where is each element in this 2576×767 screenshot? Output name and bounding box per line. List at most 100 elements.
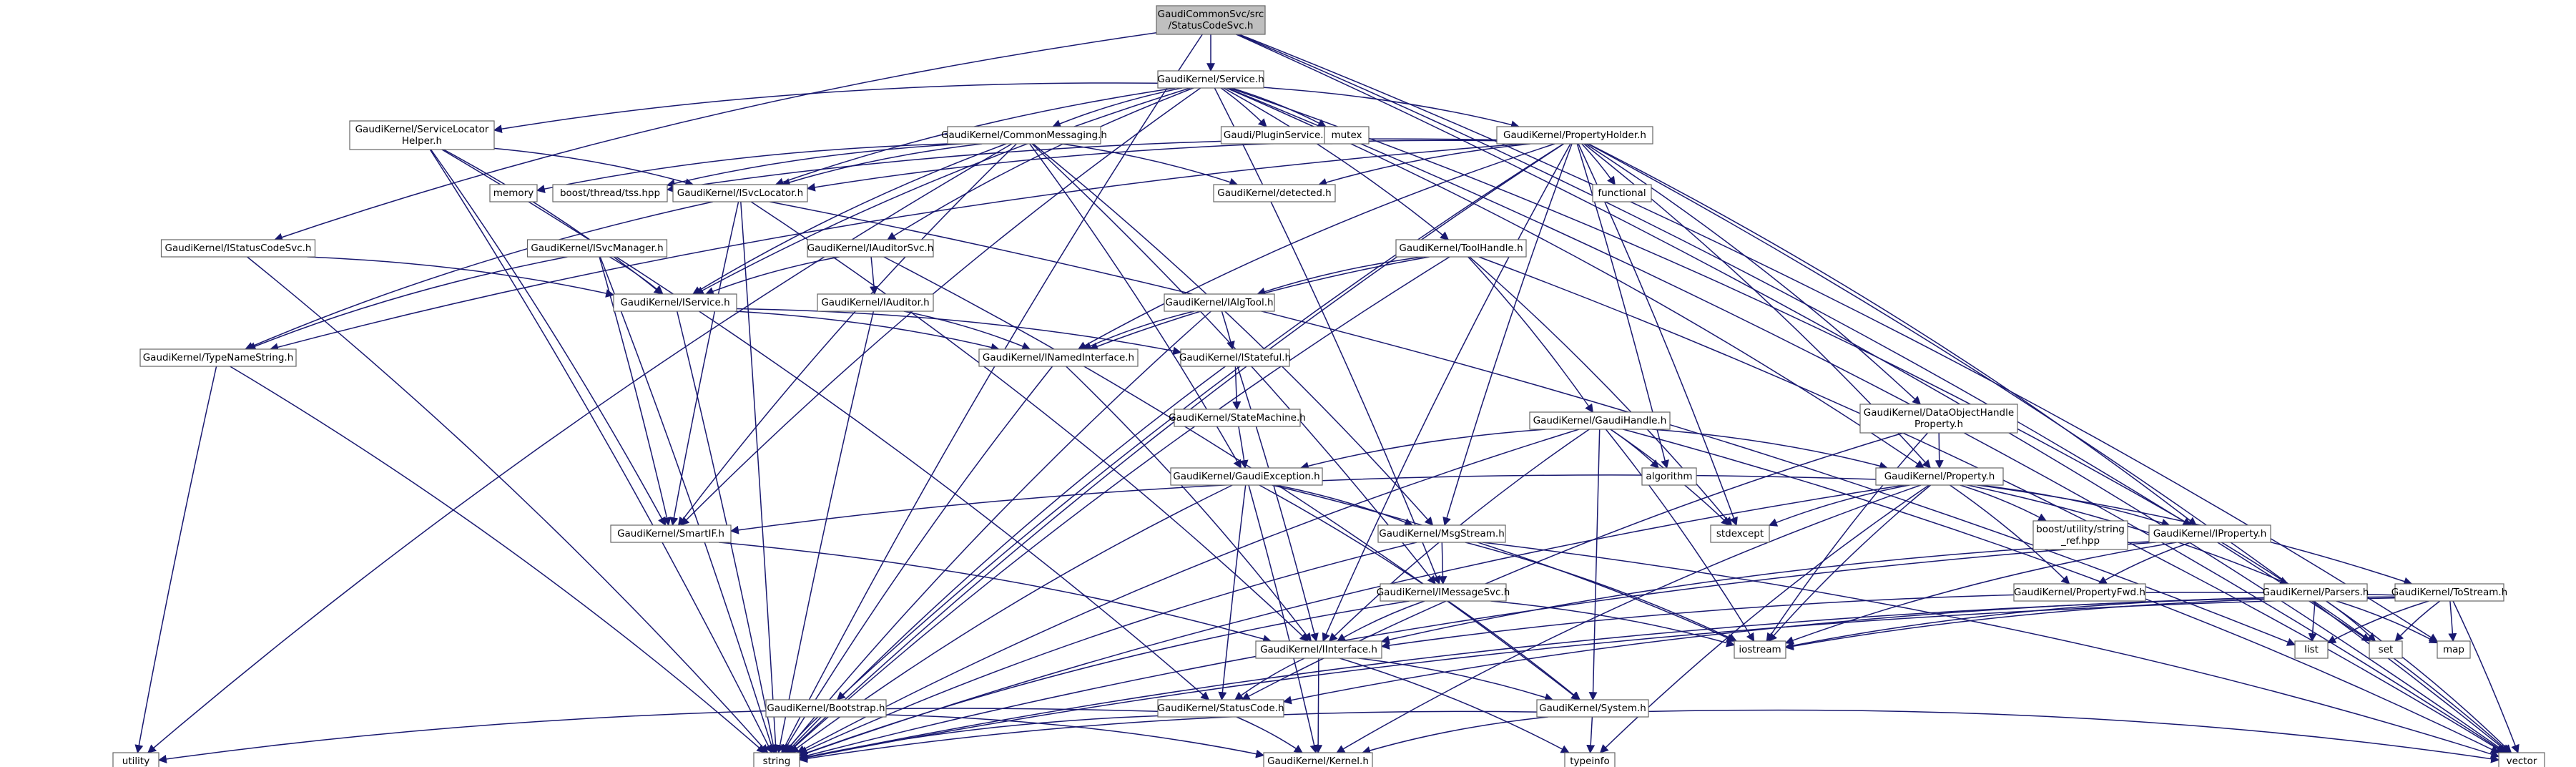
edge-propholder-to-bootstrap xyxy=(836,143,1564,700)
node-label: GaudiKernel/ServiceLocator xyxy=(355,124,489,135)
edge-toolhandle-to-vector xyxy=(1478,256,2505,753)
graph-node-detected[interactable]: GaudiKernel/detected.h xyxy=(1213,184,1336,202)
edge-slhelper-to-statuscode xyxy=(441,149,1210,700)
graph-node-bootstrap[interactable]: GaudiKernel/Bootstrap.h xyxy=(765,699,887,718)
graph-node-set[interactable]: set xyxy=(2369,640,2403,659)
graph-node-commonmsg[interactable]: GaudiKernel/CommonMessaging.h xyxy=(941,126,1107,145)
graph-node-isvcloc[interactable]: GaudiKernel/ISvcLocator.h xyxy=(672,184,808,202)
graph-node-istatuscodesvc[interactable]: GaudiKernel/IStatusCodeSvc.h xyxy=(160,239,316,258)
edge-parsers-to-map xyxy=(2336,600,2439,644)
graph-node-isvcmanager[interactable]: GaudiKernel/ISvcManager.h xyxy=(526,239,668,258)
graph-node-istateful[interactable]: GaudiKernel/IStateful.h xyxy=(1179,348,1291,367)
edge-propholder-to-detected xyxy=(1318,143,1530,187)
edge-ialgtool-to-string xyxy=(784,311,1211,753)
graph-node-map[interactable]: map xyxy=(2437,640,2471,659)
graph-node-inamed[interactable]: GaudiKernel/INamedInterface.h xyxy=(978,348,1139,367)
graph-node-propfwd[interactable]: GaudiKernel/PropertyFwd.h xyxy=(2013,583,2146,602)
graph-node-stdexcept[interactable]: stdexcept xyxy=(1710,524,1770,543)
graph-node-kernel[interactable]: GaudiKernel/Kernel.h xyxy=(1263,752,1373,767)
graph-node-root[interactable]: GaudiCommonSvc/src/StatusCodeSvc.h xyxy=(1156,5,1266,35)
graph-node-mutex[interactable]: mutex xyxy=(1324,126,1370,145)
graph-node-gaudiexc[interactable]: GaudiKernel/GaudiException.h xyxy=(1170,467,1323,486)
node-label: GaudiKernel/detected.h xyxy=(1217,187,1331,199)
graph-node-utility[interactable]: utility xyxy=(112,752,159,767)
node-box xyxy=(2013,583,2146,602)
edge-imessagesvc-to-iinterface xyxy=(1337,600,1425,642)
node-box xyxy=(1157,699,1284,718)
graph-node-property[interactable]: GaudiKernel/Property.h xyxy=(1875,467,2004,486)
edge-service-to-vector xyxy=(1226,87,2506,753)
edge-parsers-to-string xyxy=(798,597,2265,762)
graph-node-iinterface[interactable]: GaudiKernel/IInterface.h xyxy=(1255,640,1382,659)
graph-node-iauditorsvc[interactable]: GaudiKernel/IAuditorSvc.h xyxy=(807,239,934,258)
graph-node-statemachine[interactable]: GaudiKernel/StateMachine.h xyxy=(1169,409,1306,427)
edge-tostream-to-set xyxy=(2394,600,2441,642)
graph-node-smartif[interactable]: GaudiKernel/SmartIF.h xyxy=(610,524,732,543)
graph-node-imessagesvc[interactable]: GaudiKernel/IMessageSvc.h xyxy=(1377,583,1510,602)
graph-node-iostream[interactable]: iostream xyxy=(1734,640,1786,659)
graph-node-typeinfo[interactable]: typeinfo xyxy=(1564,752,1616,767)
edge-commonmsg-to-iservice xyxy=(692,143,1007,295)
node-box xyxy=(613,293,737,312)
graph-node-parsers[interactable]: GaudiKernel/Parsers.h xyxy=(2263,583,2369,602)
graph-node-propholder[interactable]: GaudiKernel/PropertyHolder.h xyxy=(1496,126,1653,145)
graph-node-iservice[interactable]: GaudiKernel/IService.h xyxy=(613,293,737,312)
edge-system-to-kernel xyxy=(1362,716,1548,755)
edge-isvcloc-to-smartif xyxy=(669,201,739,527)
node-box xyxy=(160,239,316,258)
node-box xyxy=(2369,640,2403,659)
edge-tostream-to-list xyxy=(2326,600,2429,644)
edge-isvcloc-to-iinterface xyxy=(750,201,1309,642)
node-box xyxy=(349,120,495,150)
graph-node-system[interactable]: GaudiKernel/System.h xyxy=(1536,699,1649,718)
edge-iauditorsvc-to-iauditor xyxy=(870,256,878,295)
graph-node-list[interactable]: list xyxy=(2294,640,2329,659)
edge-tostream-to-vector xyxy=(2452,600,2520,754)
node-label: typeinfo xyxy=(1570,756,1609,767)
node-box xyxy=(807,239,934,258)
node-label: /StatusCodeSvc.h xyxy=(1169,20,1254,31)
graph-node-functional[interactable]: functional xyxy=(1592,184,1652,202)
graph-node-service[interactable]: GaudiKernel/Service.h xyxy=(1157,70,1264,89)
edge-gaudiexc-to-kernel xyxy=(1248,484,1319,754)
edge-service-to-iauditorsvc xyxy=(887,87,1194,240)
graph-node-statuscode[interactable]: GaudiKernel/StatusCode.h xyxy=(1157,699,1284,718)
edge-system-to-typeinfo xyxy=(1586,716,1596,754)
edge-propholder-to-iproperty xyxy=(1588,143,2197,526)
edge-root-to-istatuscodesvc xyxy=(274,32,1157,242)
edge-toolhandle-to-gaudihandle xyxy=(1468,256,1593,413)
node-box xyxy=(765,699,887,718)
node-label: GaudiKernel/CommonMessaging.h xyxy=(941,130,1107,141)
graph-node-toolhandle[interactable]: GaudiKernel/ToolHandle.h xyxy=(1395,239,1527,258)
graph-node-iproperty[interactable]: GaudiKernel/IProperty.h xyxy=(2148,524,2271,543)
edge-msgstream-to-iostream xyxy=(1465,542,1738,642)
node-label: GaudiKernel/TypeNameString.h xyxy=(143,352,294,363)
graph-node-msgstream[interactable]: GaudiKernel/MsgStream.h xyxy=(1377,524,1506,543)
graph-node-string[interactable]: string xyxy=(753,752,800,767)
node-label: GaudiKernel/PropertyHolder.h xyxy=(1503,130,1646,141)
edge-istatuscodesvc-to-iservice xyxy=(307,256,615,298)
graph-node-algorithm[interactable]: algorithm xyxy=(1641,467,1697,486)
node-label: GaudiKernel/MsgStream.h xyxy=(1379,528,1505,539)
edge-root-to-vector xyxy=(1236,34,2507,753)
edge-service-to-toolhandle xyxy=(1223,87,1450,240)
graph-node-tostream[interactable]: GaudiKernel/ToStream.h xyxy=(2391,583,2507,602)
edge-iproperty-to-propfwd xyxy=(2098,542,2191,585)
graph-node-vector[interactable]: vector xyxy=(2498,752,2545,767)
node-box xyxy=(610,524,732,543)
node-box xyxy=(1496,126,1653,145)
graph-node-iauditor[interactable]: GaudiKernel/IAuditor.h xyxy=(817,293,934,312)
edge-root-to-string xyxy=(781,34,1203,754)
edge-statuscode-to-kernel xyxy=(1236,716,1303,753)
graph-node-typenamestring[interactable]: GaudiKernel/TypeNameString.h xyxy=(139,348,297,367)
graph-node-tss[interactable]: boost/thread/tss.hpp xyxy=(552,184,668,202)
graph-node-gaudihandle[interactable]: GaudiKernel/GaudiHandle.h xyxy=(1529,411,1671,430)
graph-node-memory[interactable]: memory xyxy=(489,184,538,202)
graph-node-boostref[interactable]: boost/utility/string_ref.hpp xyxy=(2032,520,2128,550)
graph-node-pluginsvc[interactable]: Gaudi/PluginService.h xyxy=(1220,126,1333,145)
edge-service-to-property xyxy=(1226,87,1924,469)
node-box xyxy=(1710,524,1770,543)
graph-node-ialgtool[interactable]: GaudiKernel/IAlgTool.h xyxy=(1164,293,1275,312)
